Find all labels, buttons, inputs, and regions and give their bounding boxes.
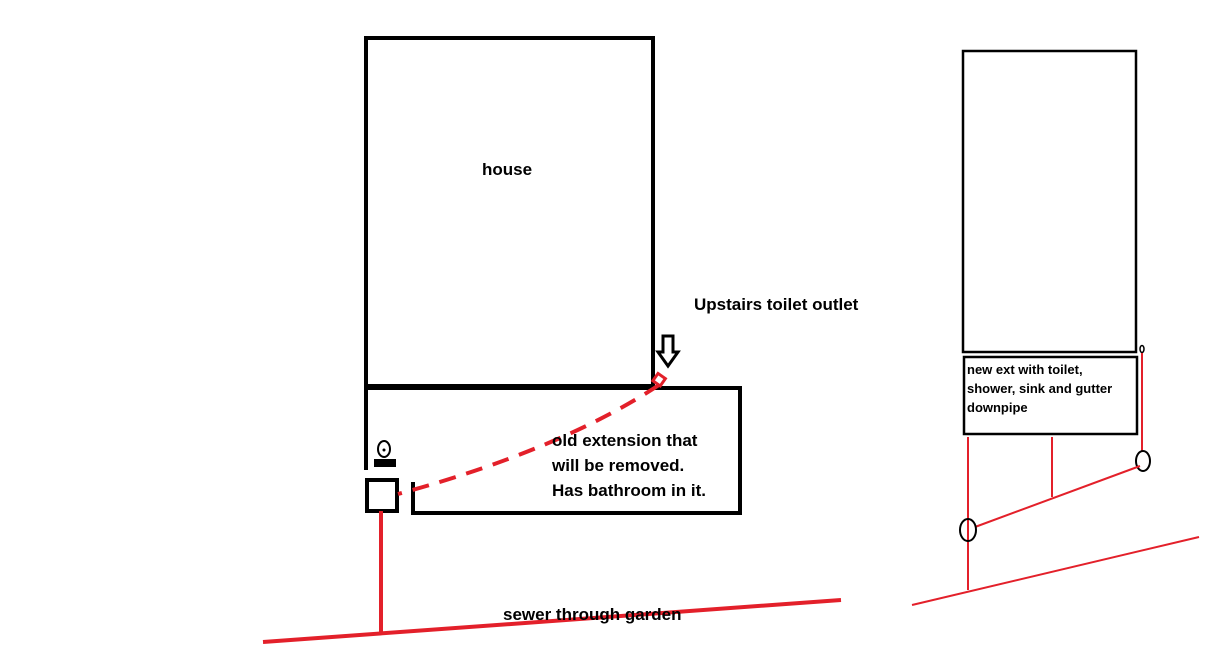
toilet-box <box>365 478 399 513</box>
upstairs-toilet-outlet-label: Upstairs toilet outlet <box>694 295 859 314</box>
sewer-label: sewer through garden <box>503 605 682 624</box>
new-extension-label: new ext with toilet, shower, sink and gu… <box>967 362 1113 415</box>
toilet-bowl-icon <box>377 440 391 458</box>
toilet-bowl-dot <box>382 448 386 452</box>
sewer-line-right <box>911 536 1200 606</box>
upstairs-outlet-marker <box>650 371 668 389</box>
junction-right <box>1135 450 1151 472</box>
old-extension-outline <box>364 386 742 515</box>
branch-pipe <box>974 465 1141 528</box>
toilet-cistern <box>374 459 396 467</box>
house-outline-right <box>961 49 1138 354</box>
outlet-marker-small <box>1139 344 1145 354</box>
house-outline <box>364 36 655 388</box>
new-extension-outline <box>962 355 1139 436</box>
down-arrow-icon <box>655 334 681 369</box>
dashed-pipe <box>397 383 661 496</box>
house-label: house <box>482 160 533 179</box>
old-extension-label: old extension that will be removed. Has … <box>552 431 706 500</box>
junction-left <box>959 518 977 542</box>
sewer-line <box>262 598 842 644</box>
